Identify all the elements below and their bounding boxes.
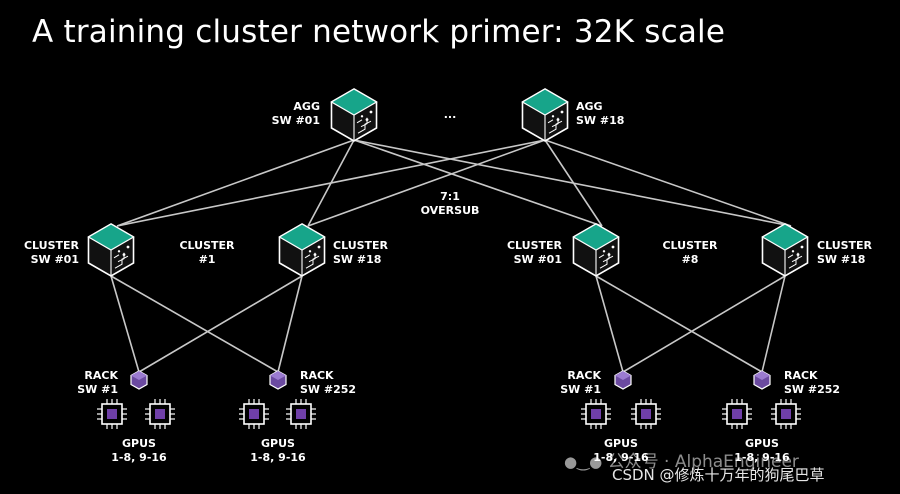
cluster-1-switch-18 [761,223,809,277]
link-cluster-1-sw-0-rack-0 [595,275,624,373]
cluster-0-switch-18 [278,223,326,277]
cluster-0-rack-switch-0 [130,370,148,390]
link-agg-1-cluster-1-left [544,139,603,227]
cluster-1-rack-0-gpu-chip-1 [631,399,661,429]
link-cluster-0-sw-0-rack-0 [110,275,140,373]
page-title: A training cluster network primer: 32K s… [32,14,726,50]
cluster-0-rack-switch-1 [269,370,287,390]
wechat-icon: ●‿● [564,453,603,471]
link-agg-1-cluster-0-left [116,139,546,227]
cluster-1-rack-1-gpu-chip-1 [771,399,801,429]
cluster-1-switch-01 [572,223,620,277]
link-cluster-1-sw-1-rack-0 [622,275,786,373]
link-agg-0-cluster-1-left [353,139,603,227]
cluster-1-rack-1-gpu-chip-0 [722,399,752,429]
agg-switch-1 [521,88,569,142]
cluster-0-rack-1-gpu-chip-1 [286,399,316,429]
cluster-0-rack-0-gpu-chip-1 [145,399,175,429]
link-agg-0-cluster-1-right [353,139,792,227]
agg-ellipsis: ... [444,108,457,121]
cluster-1-rack-switch-0 [614,370,632,390]
link-cluster-0-sw-0-rack-1 [110,275,279,373]
cluster-0-switch-01 [87,223,135,277]
agg-switch-0 [330,88,378,142]
wechat-watermark: ●‿● 公众号 · AlphaEngineer [564,452,799,472]
link-agg-1-cluster-0-right [307,139,546,227]
cluster-1-rack-switch-1 [753,370,771,390]
cluster-0-rack-0-gpu-chip-0 [97,399,127,429]
cluster-0-center-label: CLUSTER#1 [179,239,235,266]
cluster-1-rack-0-gpu-chip-0 [581,399,611,429]
link-cluster-0-sw-1-rack-1 [277,275,303,373]
link-cluster-0-sw-1-rack-0 [138,275,303,373]
link-agg-1-cluster-1-right [544,139,792,227]
switch-nodes [87,88,809,429]
link-agg-0-cluster-0-left [116,139,355,227]
cluster-0-rack-1-gpu-chip-0 [239,399,269,429]
connection-lines [110,139,792,373]
csdn-watermark: CSDN @修炼十万年的狗尾巴草 [612,466,825,484]
link-cluster-1-sw-0-rack-1 [595,275,763,373]
link-cluster-1-sw-1-rack-1 [761,275,786,373]
cluster-1-center-label: CLUSTER#8 [662,239,718,266]
